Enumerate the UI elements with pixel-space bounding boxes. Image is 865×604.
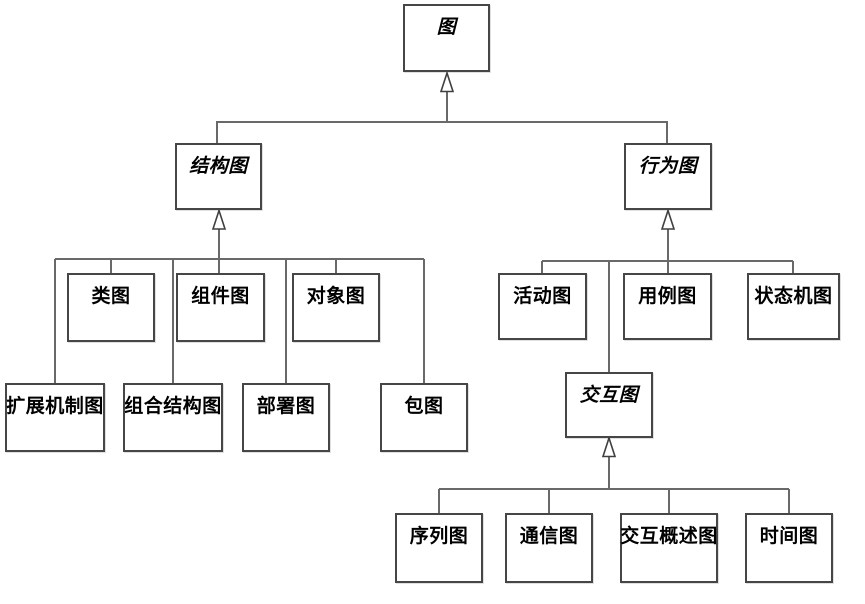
- node-sequence-diagram: 序列图: [395, 513, 483, 583]
- node-label: 交互概述图: [620, 526, 718, 547]
- generalization-arrowhead-icon: [439, 70, 455, 93]
- node-label: 交互图: [579, 385, 639, 406]
- node-extension-mechanism-diagram: 扩展机制图: [5, 383, 105, 452]
- node-label: 用例图: [638, 286, 697, 307]
- node-structure-diagram: 结构图: [175, 143, 262, 210]
- generalization-arrowhead-icon: [660, 207, 676, 230]
- generalization-connectors: [54, 91, 794, 513]
- generalization-arrowhead-icon: [601, 435, 617, 458]
- node-activity-diagram: 活动图: [498, 273, 587, 340]
- node-label: 部署图: [256, 396, 316, 417]
- node-label: 图: [436, 17, 457, 38]
- node-label: 组件图: [191, 286, 250, 307]
- node-interaction-diagram: 交互图: [565, 372, 653, 438]
- node-composite-structure-diagram: 组合结构图: [123, 383, 223, 452]
- node-state-machine-diagram: 状态机图: [747, 273, 840, 340]
- node-label: 扩展机制图: [6, 396, 104, 417]
- node-object-diagram: 对象图: [292, 273, 380, 342]
- node-use-case-diagram: 用例图: [623, 273, 712, 340]
- node-class-diagram: 类图: [67, 273, 155, 342]
- node-label: 行为图: [638, 156, 698, 177]
- node-communication-diagram: 通信图: [505, 513, 593, 583]
- node-label: 序列图: [409, 526, 469, 547]
- node-label: 通信图: [519, 526, 579, 547]
- generalization-arrowheads: [211, 70, 676, 458]
- node-diagram-root: 图: [403, 4, 490, 72]
- node-label: 包图: [404, 396, 444, 417]
- node-label: 类图: [91, 286, 131, 307]
- node-label: 对象图: [306, 286, 366, 307]
- node-label: 活动图: [513, 286, 572, 307]
- node-package-diagram: 包图: [380, 383, 468, 452]
- node-label: 状态机图: [754, 286, 833, 307]
- node-deployment-diagram: 部署图: [242, 383, 330, 452]
- node-label: 组合结构图: [124, 396, 222, 417]
- node-label: 结构图: [189, 156, 248, 177]
- node-interaction-overview-diagram: 交互概述图: [620, 513, 718, 583]
- node-behavior-diagram: 行为图: [624, 143, 712, 210]
- connector-root-bus: [216, 121, 668, 143]
- node-component-diagram: 组件图: [176, 273, 265, 342]
- node-label: 时间图: [759, 526, 819, 547]
- generalization-arrowhead-icon: [211, 207, 227, 230]
- node-timing-diagram: 时间图: [745, 513, 833, 583]
